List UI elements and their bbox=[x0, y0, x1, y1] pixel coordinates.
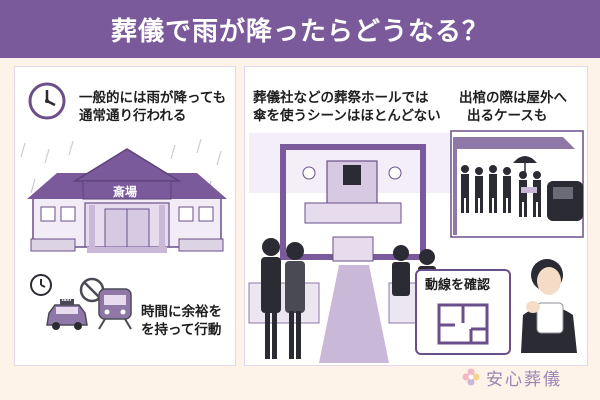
flower-icon bbox=[462, 368, 480, 386]
timing-note-line2: を持って行動 bbox=[141, 322, 222, 338]
right-panel: 葬儀社などの葬祭ホールでは 傘を使うシーンはほとんどない 出棺の際は屋外へ 出る… bbox=[244, 66, 588, 366]
brand-name: 安心葬儀 bbox=[486, 369, 562, 390]
left-panel: 一般的には雨が降っても 通常通り行われる 斎場 bbox=[14, 66, 236, 366]
rain-note-line2: 通常通り行われる bbox=[79, 108, 187, 124]
train-icon bbox=[98, 288, 132, 330]
procession-note-line2: 出るケースも bbox=[467, 108, 548, 124]
procession-note-line1: 出棺の際は屋外へ bbox=[459, 90, 567, 106]
route-check-card: 動線を確認 bbox=[415, 269, 511, 355]
taxi-icon bbox=[46, 299, 88, 330]
taxi-sign: TAXI bbox=[61, 297, 72, 302]
hall-note-line2: 傘を使うシーンはほとんどない bbox=[253, 108, 441, 124]
small-clock-icon bbox=[30, 274, 52, 296]
venue-sign: 斎場 bbox=[113, 185, 138, 199]
floor-plan-icon bbox=[437, 303, 489, 345]
header-banner: 葬儀で雨が降ったらどうなる？ bbox=[0, 0, 600, 58]
timing-note-line1: 時間に余裕を bbox=[141, 304, 222, 320]
route-check-label: 動線を確認 bbox=[425, 278, 491, 293]
page-title: 葬儀で雨が降ったらどうなる？ bbox=[110, 16, 489, 47]
rain-note-line1: 一般的には雨が降っても bbox=[79, 90, 227, 106]
hall-interior-illustration bbox=[248, 133, 460, 363]
hall-note-line1: 葬儀社などの葬祭ホールでは bbox=[253, 90, 429, 106]
funeral-hall-illustration bbox=[27, 148, 227, 253]
clock-icon bbox=[28, 82, 66, 120]
procession-illustration bbox=[450, 130, 584, 238]
brand-logo: 安心葬儀 bbox=[462, 366, 562, 390]
woman-with-towel-illustration bbox=[521, 259, 577, 353]
